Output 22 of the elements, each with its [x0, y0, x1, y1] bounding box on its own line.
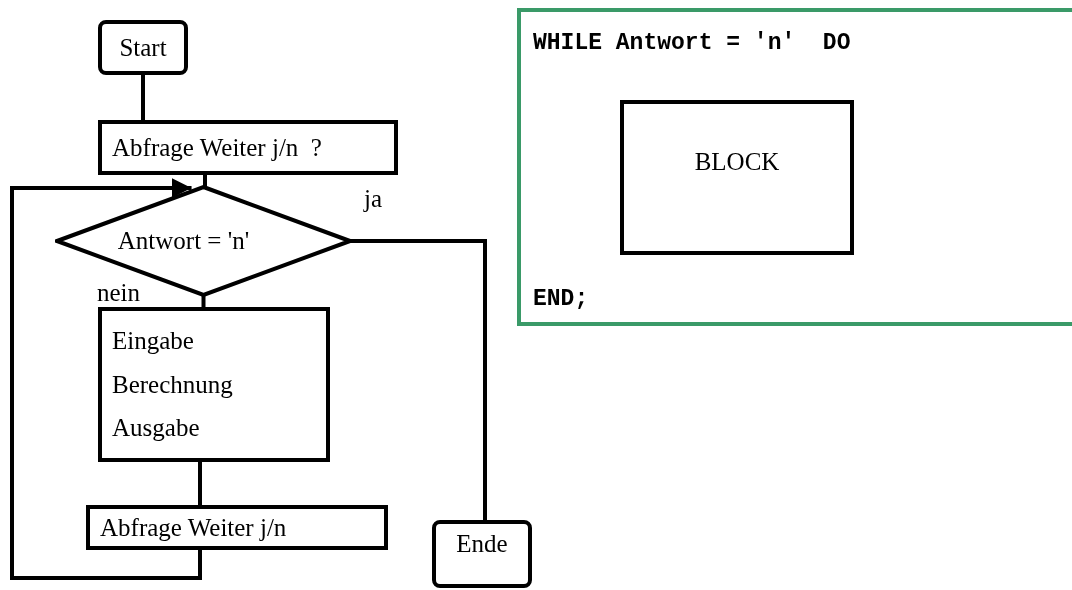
terminal-label: Ende: [456, 530, 508, 558]
condition-label: Antwort = 'n': [117, 227, 250, 255]
process-box: [86, 505, 388, 550]
process-label: Eingabe: [112, 326, 195, 355]
terminal-label: Start: [119, 33, 167, 62]
terminal-box: [98, 20, 188, 75]
loop-footer: END;: [533, 286, 589, 312]
loop-header: WHILE Antwort = 'n' DO: [533, 30, 851, 56]
connector-line: [141, 75, 145, 120]
block-box: [620, 100, 854, 255]
block-label: BLOCK: [694, 148, 780, 177]
process-label: Abfrage Weiter j/n ?: [112, 133, 323, 162]
process-label: Berechnung: [112, 370, 234, 399]
process-box: [98, 120, 398, 175]
process-label: Abfrage Weiter j/n: [100, 513, 288, 542]
terminal-box: [432, 520, 532, 588]
arrow: [10, 178, 202, 580]
connector-line: [198, 462, 202, 505]
process-box: [98, 307, 330, 462]
process-label: Ausgabe: [112, 414, 201, 443]
connector-line: [350, 239, 487, 520]
while-loop-box: [517, 8, 1072, 326]
